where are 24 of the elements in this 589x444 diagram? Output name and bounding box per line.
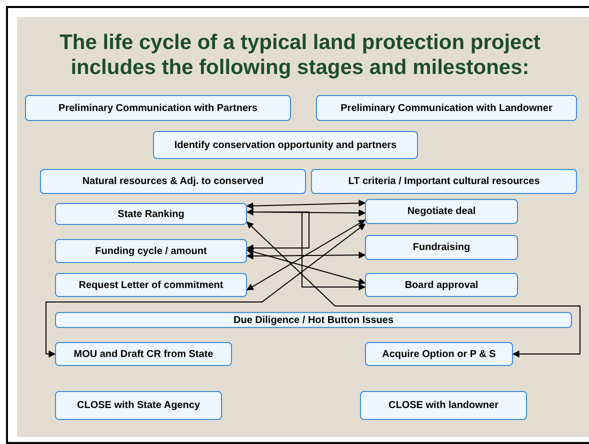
stage-box: Preliminary Communication with Landowner	[316, 95, 577, 121]
stage-box: Board approval	[365, 273, 518, 297]
arrow	[246, 222, 580, 358]
arrow	[246, 252, 366, 260]
stage-box: Acquire Option or P & S	[365, 342, 513, 366]
title: The life cycle of a typical land protection project includes the following stages and milestones:	[58, 30, 542, 80]
stage-box: Funding cycle / amount	[55, 239, 247, 263]
stage-box: Fundraising	[365, 235, 518, 260]
stage-box: CLOSE with landowner	[360, 391, 527, 420]
stage-box: Identify conservation opportunity and partners	[153, 131, 418, 159]
arrow	[246, 200, 366, 210]
stage-box: LT criteria / Important cultural resources	[311, 169, 577, 194]
arrow	[46, 224, 366, 358]
stage-box: CLOSE with State Agency	[55, 391, 222, 420]
stage-box: Preliminary Communication with Partners	[25, 95, 291, 121]
arrow	[246, 212, 310, 252]
stage-box: Negotiate deal	[365, 199, 518, 224]
stage-box: Natural resources & Adj. to conserved	[40, 169, 306, 194]
arrow	[246, 208, 366, 216]
stage-box: State Ranking	[55, 203, 247, 225]
stage-box: Due Diligence / Hot Button Issues	[55, 312, 572, 328]
stage-box: Request Letter of commitment	[55, 273, 247, 297]
arrow	[246, 248, 366, 285]
stage-box: MOU and Draft CR from State	[55, 342, 232, 366]
